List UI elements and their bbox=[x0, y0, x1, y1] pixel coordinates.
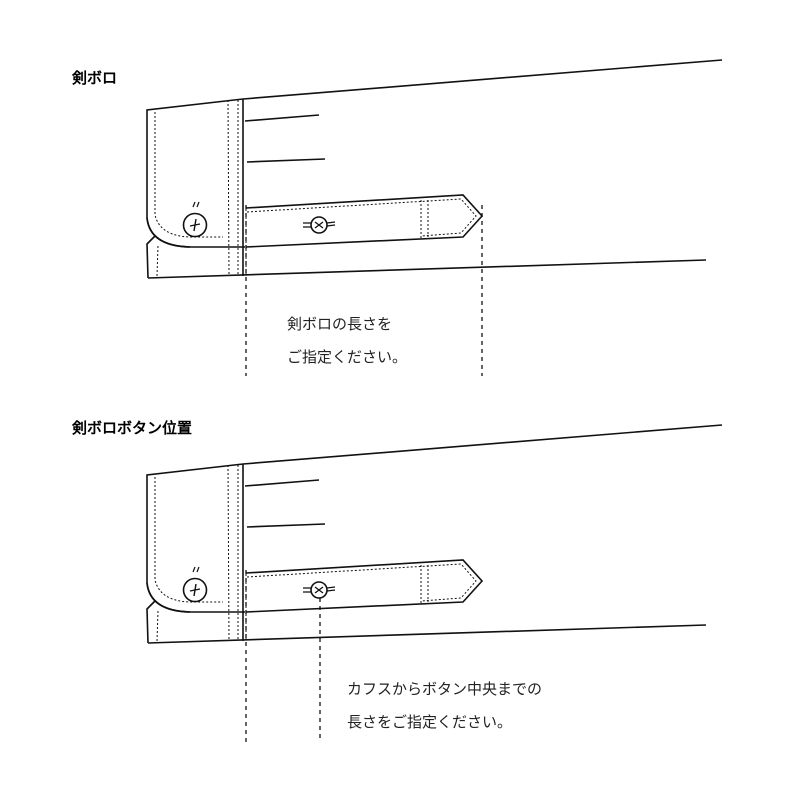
note-line: 長さをご指定ください。 bbox=[347, 713, 513, 731]
note-line: ご指定ください。 bbox=[287, 348, 408, 366]
button-position-note: カフスからボタン中央までの 長さをご指定ください。 bbox=[347, 673, 542, 739]
section-title-kenboro: 剣ボロ bbox=[72, 69, 118, 87]
note-line: カフスからボタン中央までの bbox=[347, 680, 543, 698]
section-title-button-position: 剣ボロボタン位置 bbox=[72, 419, 193, 437]
kenboro-note: 剣ボロの長さを ご指定ください。 bbox=[287, 308, 407, 374]
note-line: 剣ボロの長さを bbox=[287, 315, 393, 333]
sleeve-diagram-2 bbox=[146, 424, 723, 644]
sleeve-diagram-1 bbox=[146, 59, 723, 279]
